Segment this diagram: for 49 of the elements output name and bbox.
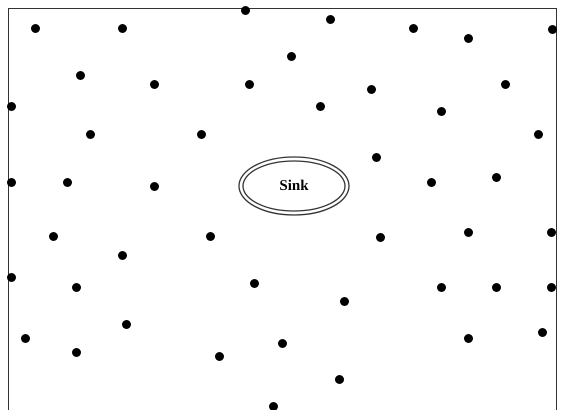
sensor-dot — [268, 402, 278, 410]
sensor-dot — [72, 348, 80, 356]
sensor-dot — [30, 24, 40, 32]
sensor-dot — [548, 24, 556, 34]
sensor-dot — [500, 80, 510, 88]
sensor-dot — [408, 24, 418, 32]
sensor-dot — [464, 228, 472, 236]
sensor-dot — [196, 130, 206, 138]
sensor-dot — [492, 172, 500, 182]
sensor-dot — [534, 130, 542, 138]
sink-ellipse — [238, 156, 350, 216]
node-label: Sink — [279, 178, 309, 194]
sensor-dot — [86, 130, 94, 138]
sensor-dot — [316, 102, 324, 110]
sensor-dot — [340, 296, 348, 306]
sensor-dot — [376, 232, 384, 242]
sensor-dot — [546, 282, 556, 292]
sensor-dot — [436, 282, 446, 292]
sensor-dot — [492, 282, 500, 292]
sensor-dot — [118, 24, 126, 32]
sensor-dot — [150, 182, 158, 190]
sensor-dot — [546, 228, 556, 236]
sensor-dot — [240, 6, 250, 14]
sensor-dot — [326, 14, 334, 24]
sensor-dot — [464, 34, 472, 42]
sensor-dot — [538, 328, 546, 336]
sensor-dot — [122, 320, 130, 328]
sensor-dot — [244, 80, 254, 88]
sensor-dot — [76, 70, 84, 80]
sensor-dot — [372, 152, 380, 162]
sensor-dot — [214, 352, 224, 360]
sensor-dot — [6, 178, 16, 186]
sensor-dot — [6, 272, 16, 282]
sensor-dot — [366, 84, 376, 94]
sensor-dot — [250, 278, 258, 288]
sensor-dot — [334, 374, 344, 384]
sensor-dot — [62, 178, 72, 186]
sensor-dot — [72, 282, 80, 292]
sensor-dot — [286, 52, 296, 60]
sensor-dot — [6, 102, 16, 110]
sensor-dot — [206, 232, 214, 240]
sensor-dot — [436, 106, 446, 116]
sensor-dot — [278, 338, 286, 348]
sensor-dot — [20, 334, 30, 342]
sensor-dot — [150, 80, 158, 88]
sensor-dot — [464, 334, 472, 342]
sensor-dot — [48, 232, 58, 240]
sensor-dot — [118, 250, 126, 260]
sensor-dot — [426, 178, 436, 186]
